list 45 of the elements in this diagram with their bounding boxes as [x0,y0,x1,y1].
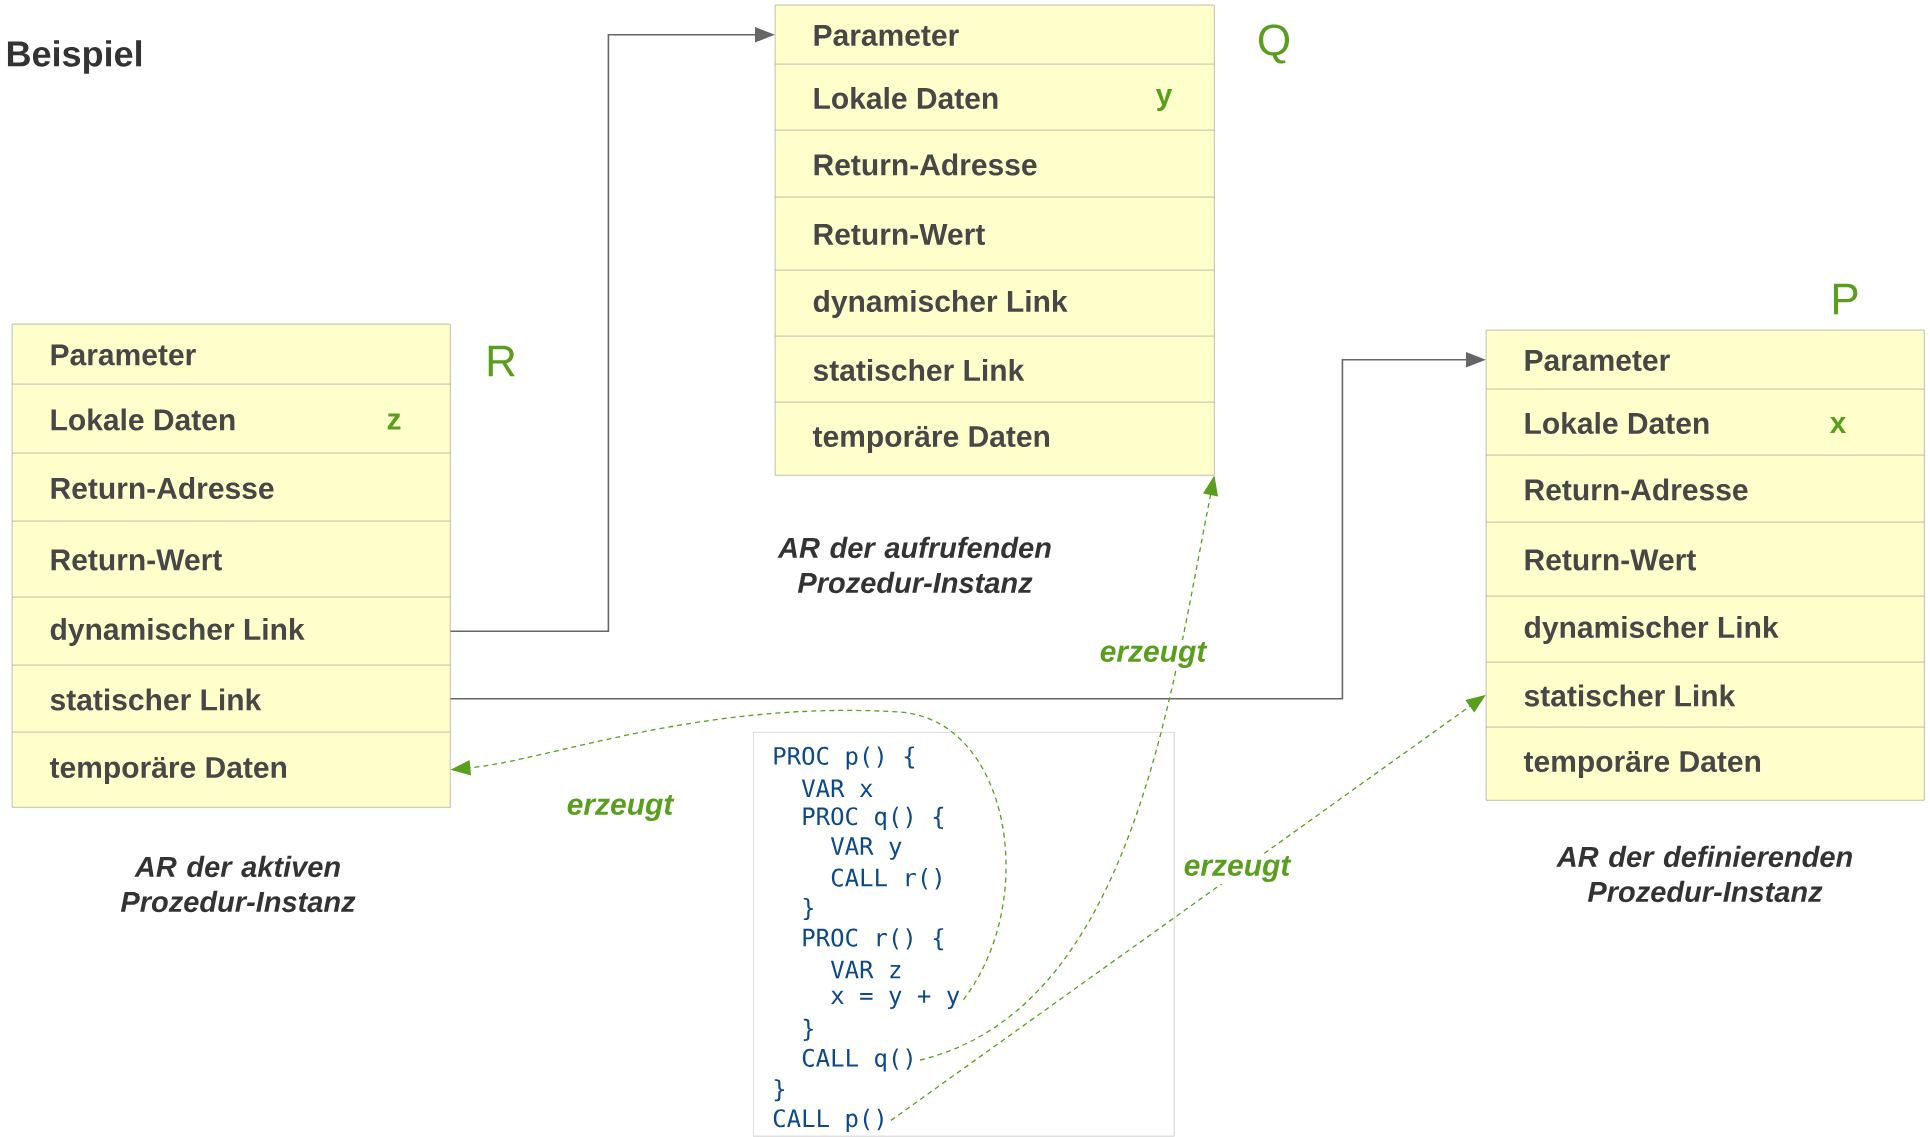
code-line: } [803,897,814,921]
edge-label: erzeugt [1181,854,1293,884]
code-line: CALL r() [831,868,941,890]
table-row: temporäre Daten [775,402,1215,476]
table-row: temporäre Daten [1486,727,1925,801]
table-row: Parameter [12,324,451,385]
table-row: dynamischer Link [12,597,451,666]
table-row: Return-Adresse [1486,455,1925,523]
edge-label: erzeugt [564,793,676,823]
table-row: dynamischer Link [775,270,1215,337]
table-row: statischer Link [1486,662,1925,728]
code-line: PROC r() { [803,928,944,951]
table-row: statischer Link [775,336,1215,403]
table-row: Lokale Daten y [775,64,1215,131]
code-line: x = y + y [831,990,960,1009]
title: Beispiel [7,40,142,74]
node-label: AR der aufrufenden Prozedur-Instanz [777,536,1051,594]
table-row: Parameter [775,5,1215,65]
code-line: } [803,1018,814,1041]
table-row: Parameter [1486,330,1925,390]
record-label: P [1833,283,1858,315]
code-line: CALL q() [802,1048,912,1072]
node-label: AR der definierenden Prozedur-Instanz [1556,845,1852,903]
code-line: VAR z [830,960,901,979]
node-label: AR der aktiven Prozedur-Instanz [120,855,356,913]
code-line: } [774,1079,785,1102]
table-row: Return-Wert [1486,522,1925,597]
edge-label: erzeugt [1097,640,1209,670]
table-row: temporäre Daten [12,732,451,808]
code-line: VAR x [801,779,873,797]
code-box [753,732,1175,1137]
table-row: Lokale Daten x [1486,389,1925,456]
table-row: Return-Wert [12,521,451,598]
code-line: PROC q() { [803,806,944,831]
record-label: Q [1259,24,1289,64]
code-line: VAR y [830,837,902,860]
table-row: Return-Adresse [12,453,451,522]
table-row: Return-Adresse [775,130,1215,198]
code-line: PROC p() { [774,746,915,770]
table-row: dynamischer Link [1486,596,1925,663]
record-label: R [488,345,515,377]
table-row: Lokale Daten z [12,384,451,454]
table-row: Return-Wert [775,197,1215,271]
code-line: CALL p() [773,1108,883,1132]
table-row: statischer Link [12,665,451,733]
